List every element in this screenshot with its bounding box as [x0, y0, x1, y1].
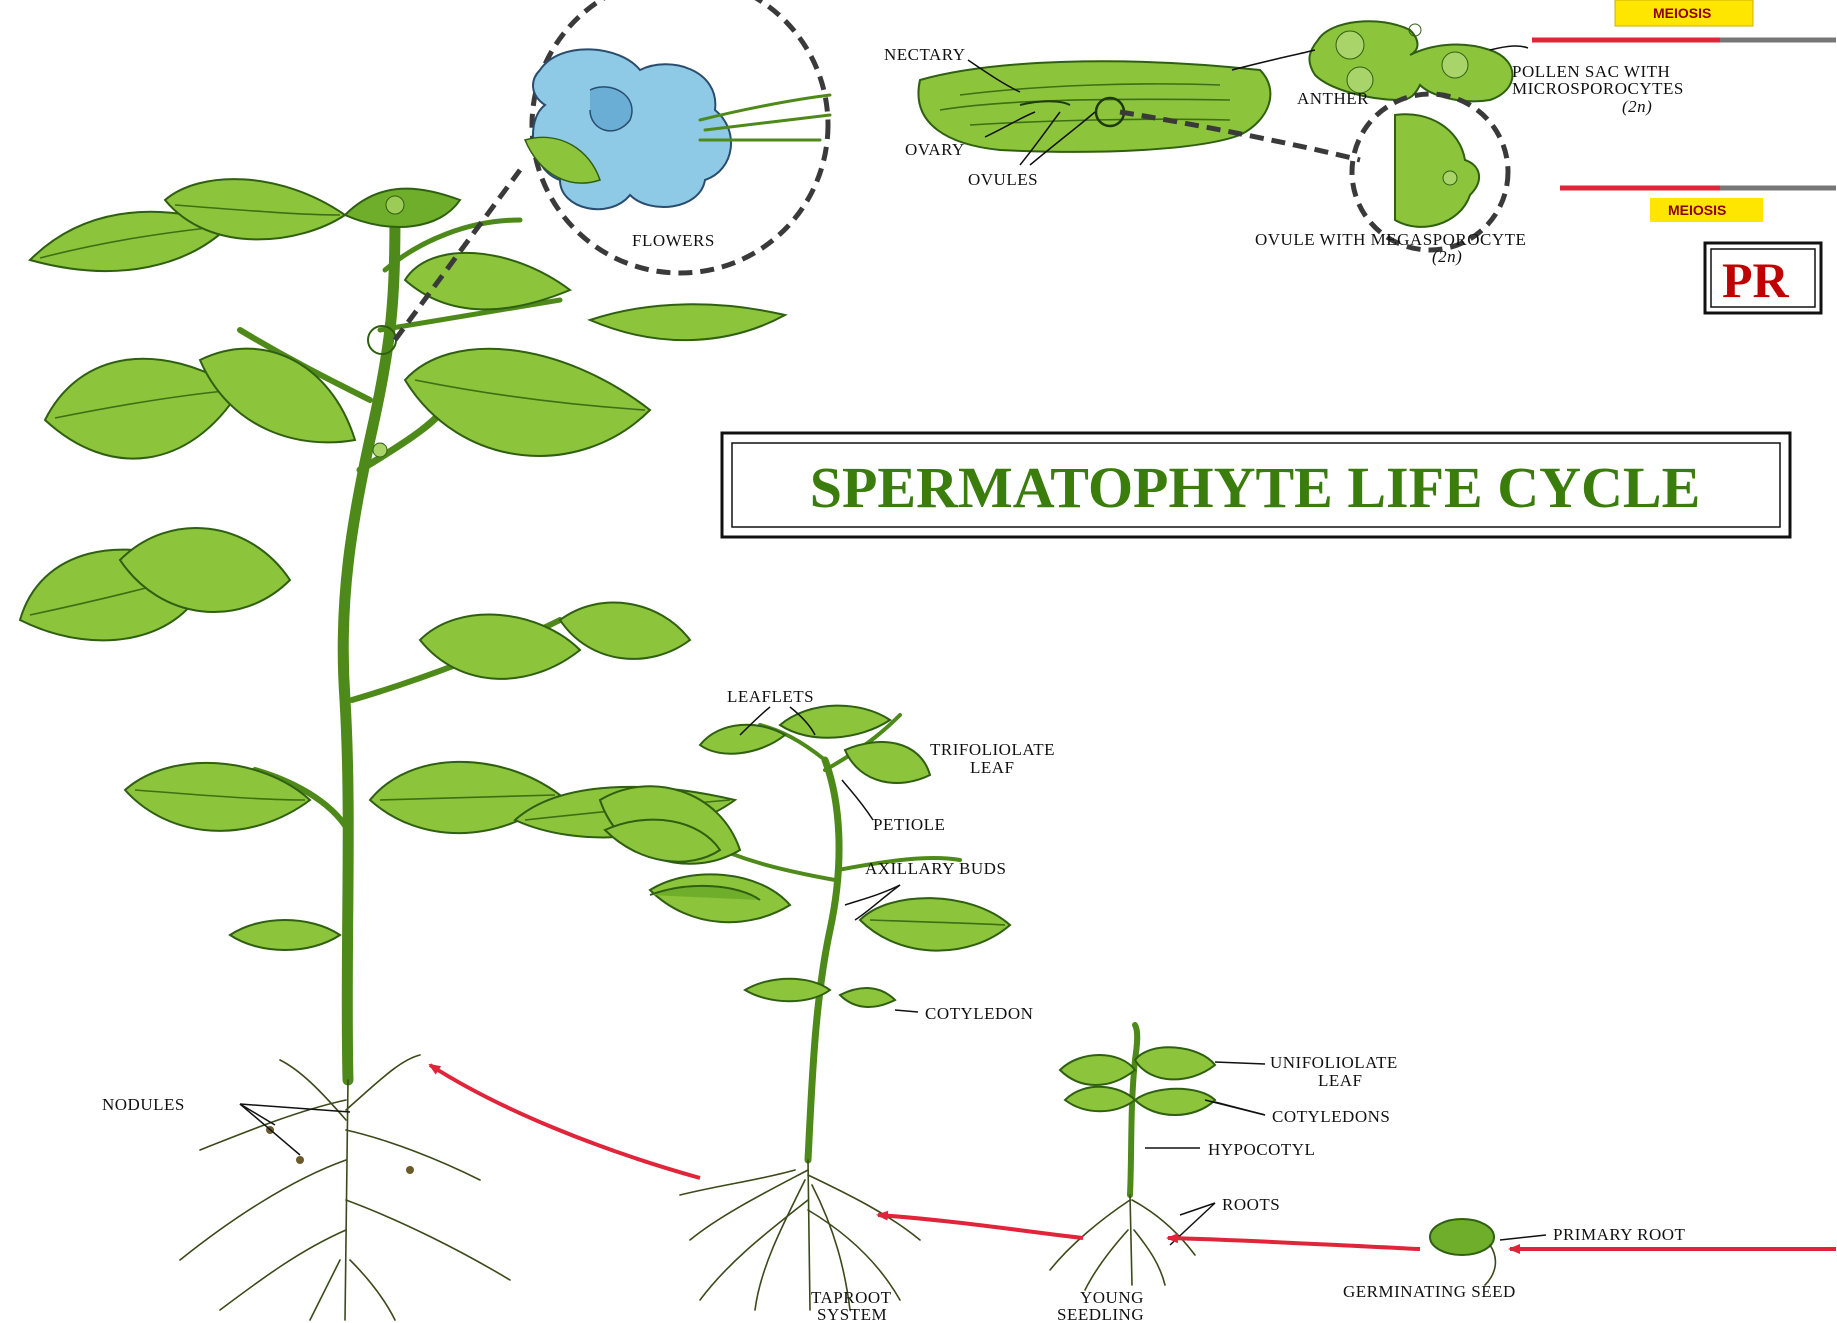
- pr-logo: PR: [1705, 243, 1821, 313]
- label-young-seedling-2: SEEDLING: [1057, 1305, 1144, 1323]
- label-pollen-sac-ploidy: (2n): [1622, 97, 1652, 116]
- meiosis-bottom: MEIOSIS: [1560, 188, 1836, 222]
- label-axillary-buds: AXILLARY BUDS: [865, 859, 1006, 878]
- label-cotyledons: COTYLEDONS: [1272, 1107, 1390, 1126]
- arrow-to-taproot: [878, 1215, 1083, 1238]
- label-pollen-sac-2: MICROSPOROCYTES: [1512, 79, 1684, 98]
- label-ovule-megasporocyte: OVULE WITH MEGASPOROCYTE: [1255, 230, 1526, 249]
- label-trifoliolate-2: LEAF: [970, 758, 1015, 777]
- label-ovary: OVARY: [905, 140, 965, 159]
- pr-logo-text: PR: [1722, 252, 1790, 308]
- label-ovules: OVULES: [968, 170, 1038, 189]
- label-nectary: NECTARY: [884, 45, 965, 64]
- meiosis-top-label: MEIOSIS: [1653, 5, 1711, 21]
- arrow-to-mature-plant: [430, 1065, 700, 1178]
- meiosis-bottom-label: MEIOSIS: [1668, 202, 1726, 218]
- mature-plant: [20, 179, 785, 1320]
- label-flowers: FLOWERS: [632, 231, 715, 250]
- young-seedling: [1050, 1025, 1215, 1290]
- title-box: SPERMATOPHYTE LIFE CYCLE: [722, 433, 1790, 537]
- label-trifoliolate-1: TRIFOLIOLATE: [930, 740, 1055, 759]
- label-taproot-2: SYSTEM: [817, 1305, 887, 1323]
- label-unifoliolate-2: LEAF: [1318, 1071, 1363, 1090]
- label-leaflets: LEAFLETS: [727, 687, 814, 706]
- flower-cross-section: [918, 61, 1270, 152]
- meiosis-top: MEIOSIS: [1532, 0, 1836, 40]
- germinating-seed: [1430, 1219, 1495, 1285]
- label-primary-root: PRIMARY ROOT: [1553, 1225, 1686, 1244]
- label-roots: ROOTS: [1222, 1195, 1280, 1214]
- label-anther: ANTHER: [1297, 89, 1369, 108]
- label-petiole: PETIOLE: [873, 815, 945, 834]
- label-ovule-ploidy: (2n): [1432, 247, 1462, 266]
- arrow-to-seedling: [1168, 1238, 1420, 1249]
- label-germinating-seed: GERMINATING SEED: [1343, 1282, 1516, 1301]
- label-unifoliolate-1: UNIFOLIOLATE: [1270, 1053, 1398, 1072]
- page-title: SPERMATOPHYTE LIFE CYCLE: [810, 455, 1701, 520]
- label-cotyledon: COTYLEDON: [925, 1004, 1033, 1023]
- label-hypocotyl: HYPOCOTYL: [1208, 1140, 1315, 1159]
- label-nodules: NODULES: [102, 1095, 185, 1114]
